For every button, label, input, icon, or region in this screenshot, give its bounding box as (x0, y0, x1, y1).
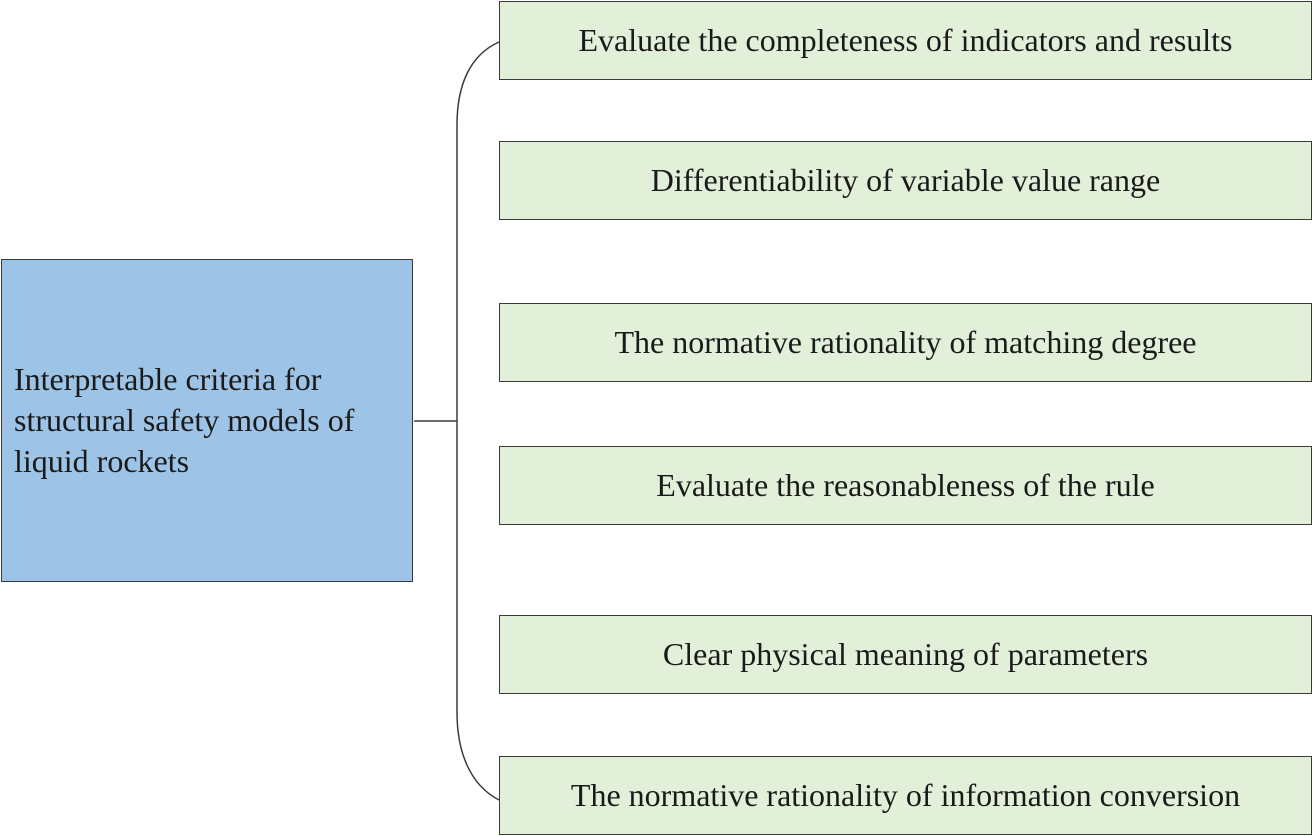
branch-node-matching-degree: The normative rationality of matching de… (499, 303, 1312, 382)
branch-node-label: Evaluate the reasonableness of the rule (656, 467, 1155, 503)
curly-bracket (456, 41, 500, 801)
branch-node-label: Evaluate the completeness of indicators … (578, 22, 1233, 58)
branch-node-completeness: Evaluate the completeness of indicators … (499, 1, 1312, 80)
branch-node-differentiability: Differentiability of variable value rang… (499, 141, 1312, 220)
branch-node-label: The normative rationality of matching de… (614, 324, 1197, 360)
branch-node-physical-meaning: Clear physical meaning of parameters (499, 615, 1312, 694)
branch-node-rule-reasonableness: Evaluate the reasonableness of the rule (499, 446, 1312, 525)
branch-node-label: Differentiability of variable value rang… (650, 162, 1161, 198)
branch-node-label: The normative rationality of information… (570, 777, 1241, 813)
branch-node-label: Clear physical meaning of parameters (662, 636, 1149, 672)
root-node-label: Interpretable criteria for structural sa… (14, 361, 355, 479)
branch-node-information-conversion: The normative rationality of information… (499, 756, 1312, 835)
root-node: Interpretable criteria for structural sa… (1, 259, 413, 582)
